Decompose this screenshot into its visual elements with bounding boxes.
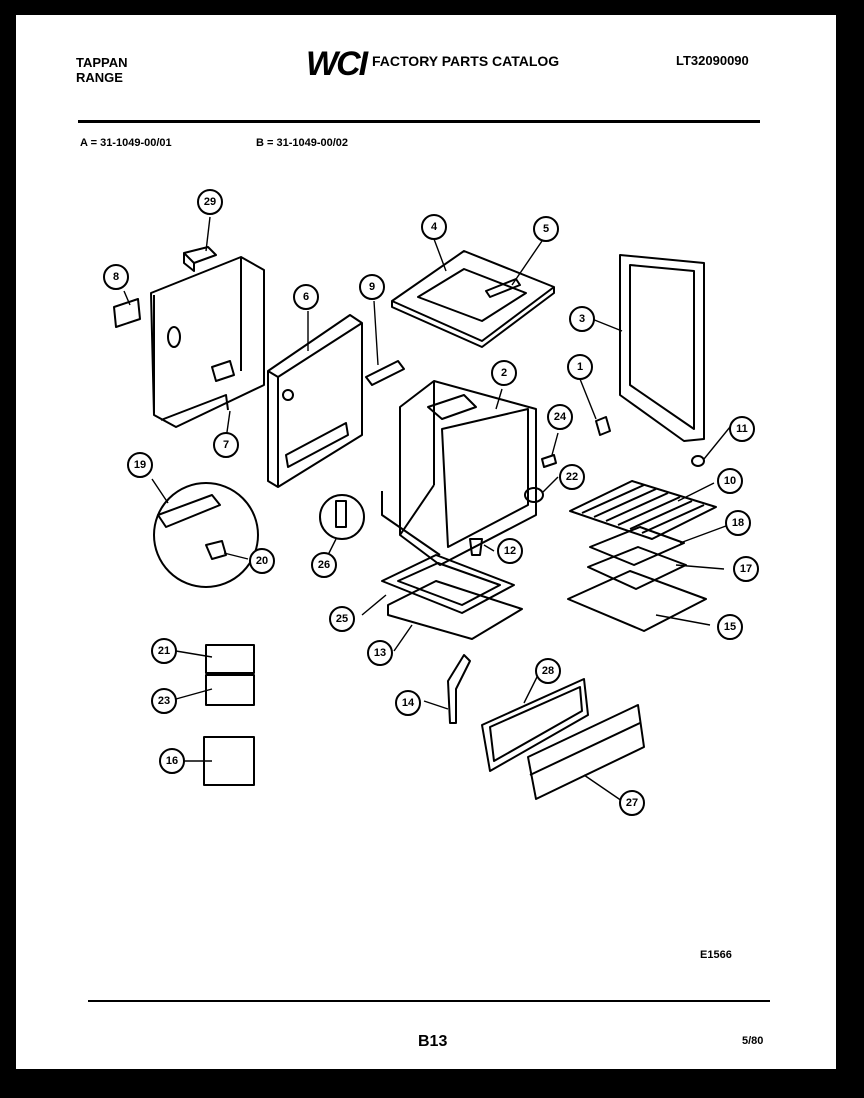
callout-2: 2 xyxy=(491,360,517,386)
callout-6: 6 xyxy=(293,284,319,310)
catalog-page: TAPPAN RANGE WCI FACTORY PARTS CATALOG L… xyxy=(16,15,850,1069)
part-12-pin xyxy=(469,538,483,556)
callout-18: 18 xyxy=(725,510,751,536)
callout-21: 21 xyxy=(151,638,177,664)
page-number: B13 xyxy=(418,1033,448,1050)
callout-28: 28 xyxy=(535,658,561,684)
callout-23: 23 xyxy=(151,688,177,714)
part-8-rear-panel xyxy=(150,256,265,428)
brand-block: TAPPAN RANGE xyxy=(76,55,128,85)
part-19-detail xyxy=(153,482,259,588)
callout-8: 8 xyxy=(103,264,129,290)
part-13-base-frame xyxy=(387,580,523,640)
part-28-panel xyxy=(481,678,589,772)
callout-7: 7 xyxy=(213,432,239,458)
callout-5: 5 xyxy=(533,216,559,242)
product-name: RANGE xyxy=(76,70,123,85)
callout-27: 27 xyxy=(619,790,645,816)
part-23-box xyxy=(205,674,255,706)
wci-logo: WCI xyxy=(306,45,368,83)
part-9-strip xyxy=(365,360,405,386)
callout-1: 1 xyxy=(567,354,593,380)
callout-11: 11 xyxy=(729,416,755,442)
callout-4: 4 xyxy=(421,214,447,240)
callout-17: 17 xyxy=(733,556,759,582)
leader-lines xyxy=(123,216,735,802)
callout-9: 9 xyxy=(359,274,385,300)
callout-15: 15 xyxy=(717,614,743,640)
part-5-vent xyxy=(485,278,521,298)
part-29-bracket xyxy=(183,246,217,272)
part-4-top-panel xyxy=(391,250,555,348)
variant-b-label: B = 31-1049-00/02 xyxy=(256,137,349,149)
part-10-rack xyxy=(569,480,717,540)
callout-20: 20 xyxy=(249,548,275,574)
part-18-tray xyxy=(589,526,685,566)
part-15-broiler-pan xyxy=(567,570,707,632)
brand-name: TAPPAN xyxy=(76,55,128,70)
callout-25: 25 xyxy=(329,606,355,632)
exploded-parts-diagram xyxy=(113,216,735,802)
footer-rule xyxy=(88,1000,770,1002)
part-8-cover-plate xyxy=(113,298,141,328)
callout-16: 16 xyxy=(159,748,185,774)
callout-24: 24 xyxy=(547,404,573,430)
callout-10: 10 xyxy=(717,468,743,494)
catalog-title: FACTORY PARTS CATALOG xyxy=(372,53,560,69)
part-16-box xyxy=(203,736,255,786)
publication-date: 5/80 xyxy=(742,1035,764,1047)
model-number: LT32090090 xyxy=(676,53,749,68)
part-1-block xyxy=(595,416,611,436)
variant-a-label: A = 31-1049-00/01 xyxy=(80,137,172,149)
part-11-knob xyxy=(691,455,705,467)
callout-19: 19 xyxy=(127,452,153,478)
callout-3: 3 xyxy=(569,306,595,332)
callout-22: 22 xyxy=(559,464,585,490)
part-6-side-panel xyxy=(267,314,363,488)
part-26-detail xyxy=(319,494,365,540)
part-22-ring xyxy=(524,487,544,503)
figure-code: E1566 xyxy=(700,949,732,961)
part-14-igniter xyxy=(447,654,471,724)
part-21-box xyxy=(205,644,255,674)
part-24-clip xyxy=(541,454,557,468)
callout-13: 13 xyxy=(367,640,393,666)
part-2-oven-body xyxy=(381,380,537,566)
header-rule xyxy=(78,120,760,123)
part-27-drawer-front xyxy=(527,704,645,800)
callout-12: 12 xyxy=(497,538,523,564)
part-17-liner xyxy=(587,546,687,590)
callout-26: 26 xyxy=(311,552,337,578)
callout-29: 29 xyxy=(197,189,223,215)
callout-14: 14 xyxy=(395,690,421,716)
part-3-side-frame xyxy=(619,254,705,442)
part-25-oven-bottom xyxy=(381,554,515,614)
